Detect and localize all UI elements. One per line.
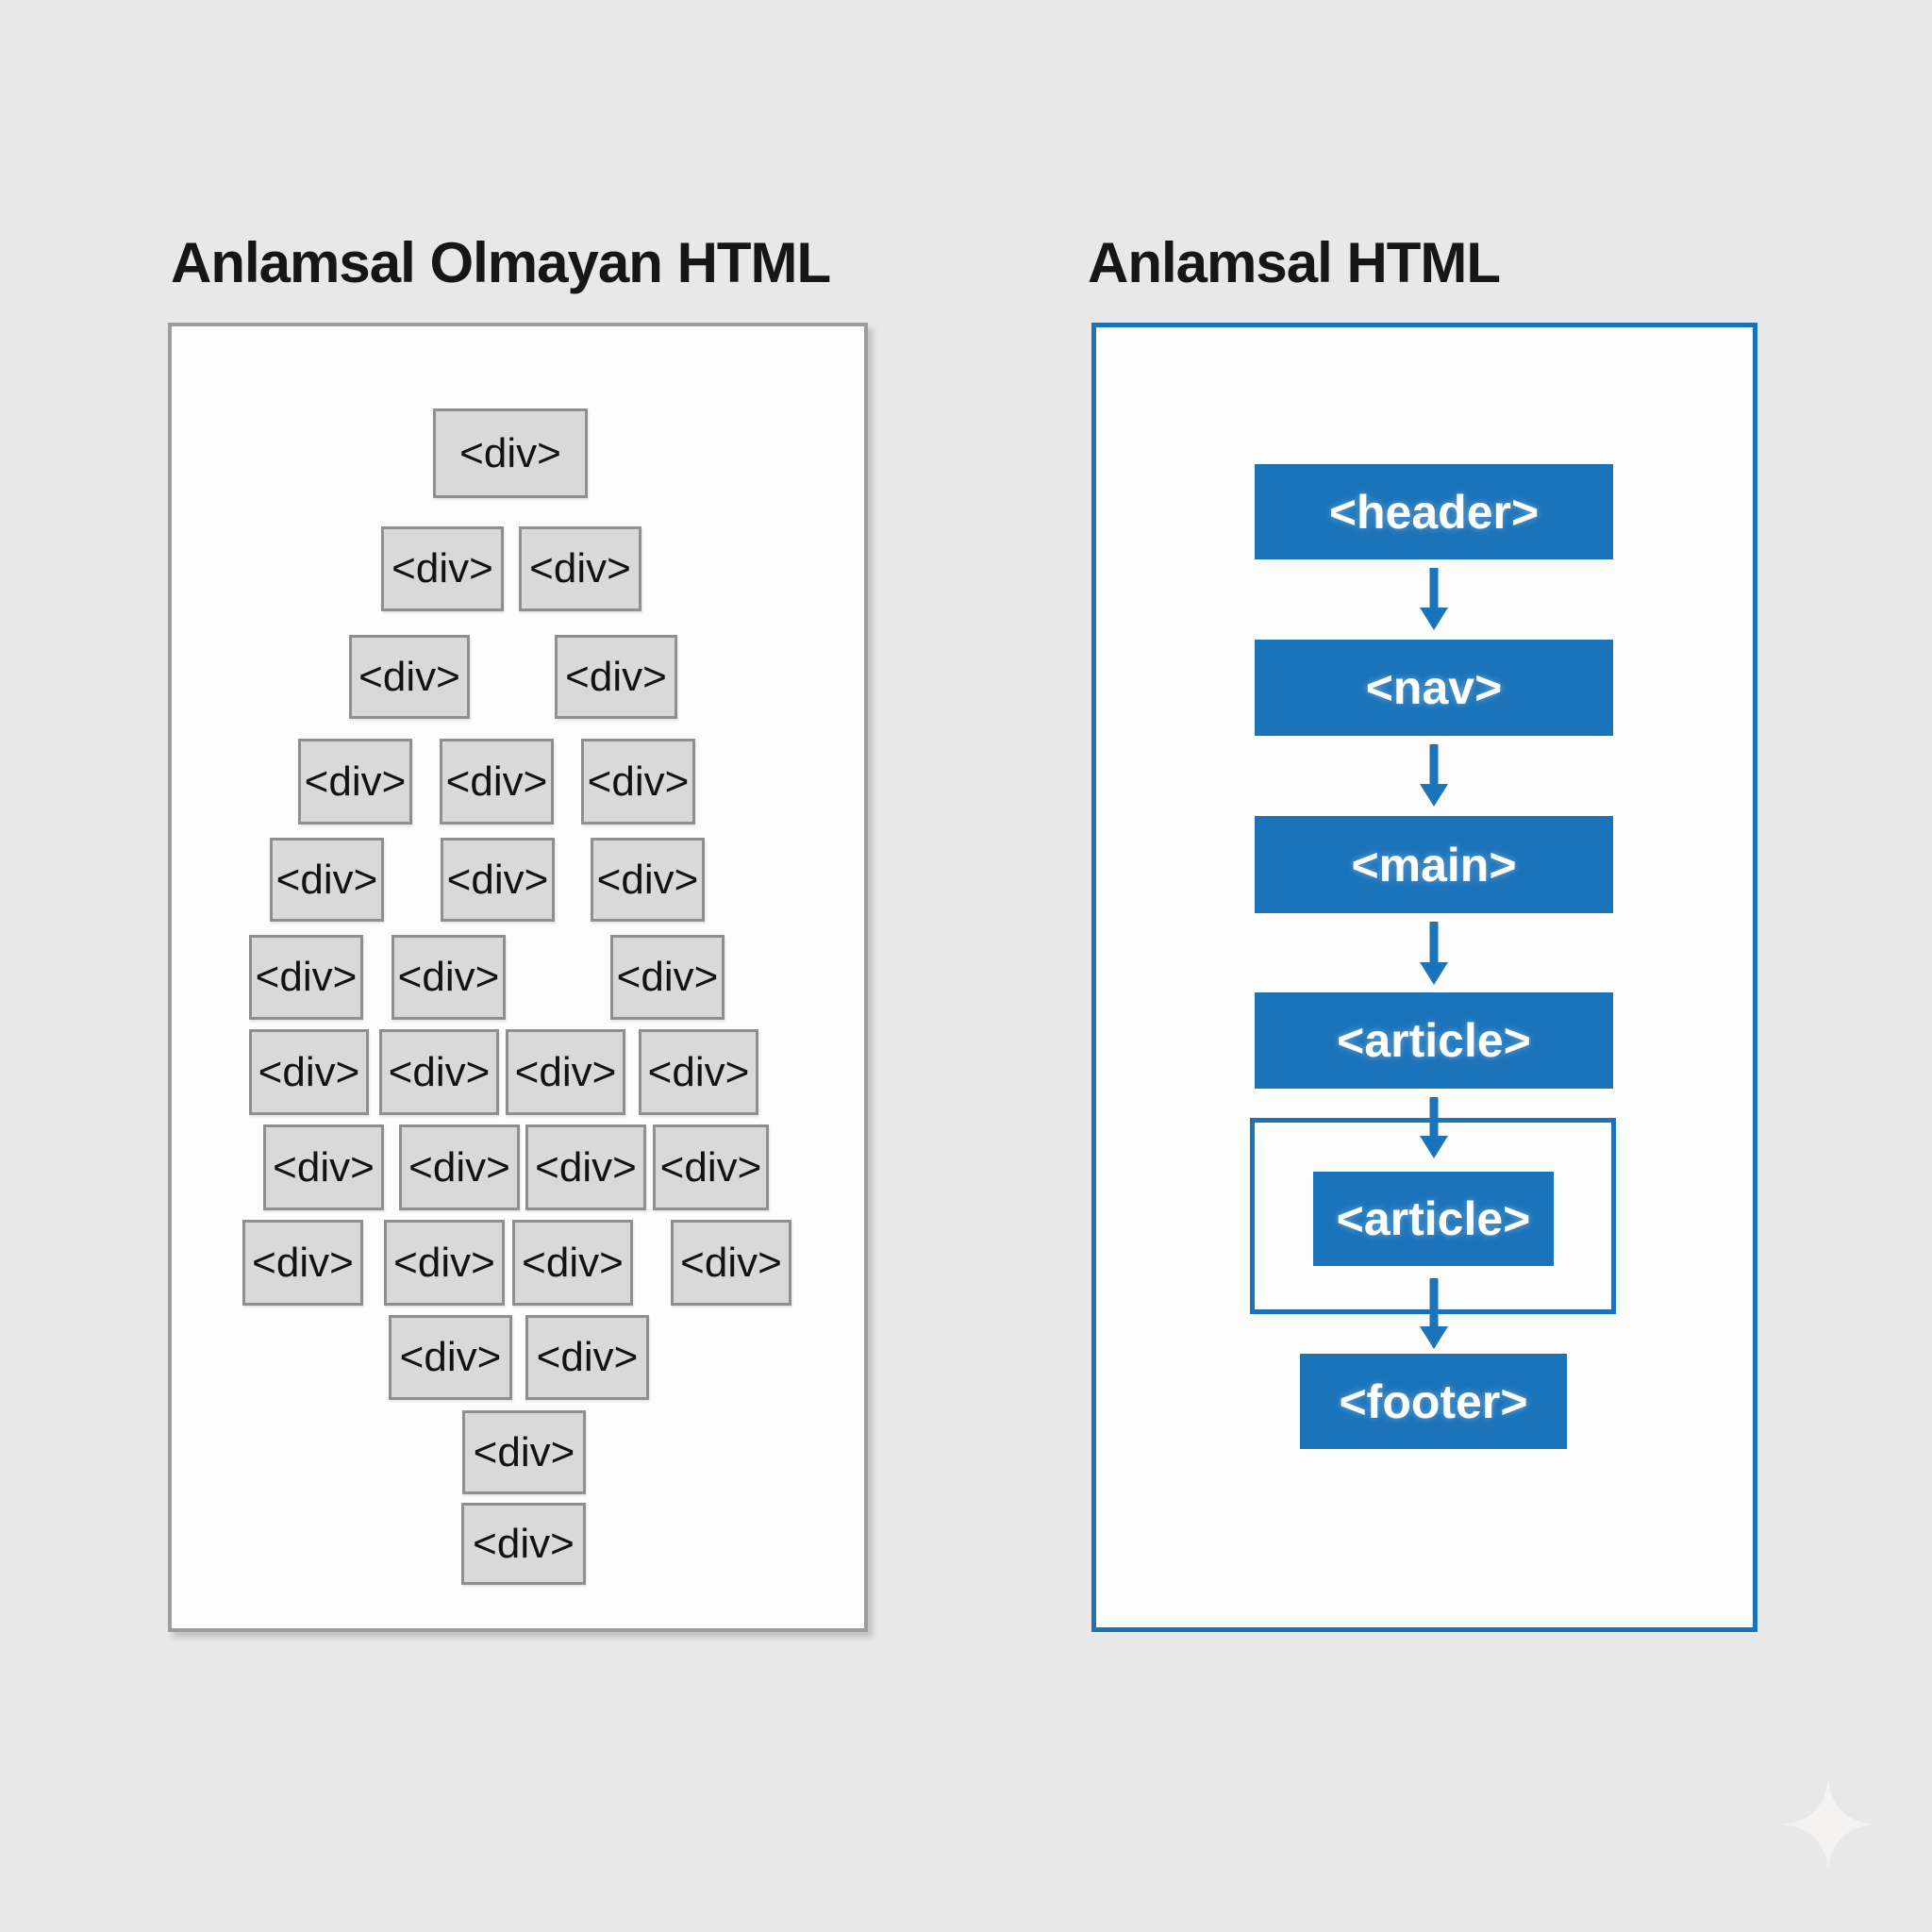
div-element-box: <div> xyxy=(270,838,384,922)
nav-element-box: <nav> xyxy=(1255,640,1613,736)
div-element-box: <div> xyxy=(506,1029,625,1115)
div-element-box: <div> xyxy=(349,635,470,719)
sparkle-icon xyxy=(1781,1777,1875,1872)
div-element-box: <div> xyxy=(610,935,724,1020)
div-element-box: <div> xyxy=(433,408,588,498)
div-element-box: <div> xyxy=(263,1124,384,1210)
div-element-box: <div> xyxy=(440,739,554,824)
div-element-box: <div> xyxy=(391,935,506,1020)
div-element-box: <div> xyxy=(298,739,412,824)
article-element-box: <article> xyxy=(1255,992,1613,1089)
div-element-box: <div> xyxy=(242,1220,363,1306)
div-element-box: <div> xyxy=(381,526,504,611)
arrow-down-icon xyxy=(1420,744,1448,807)
div-element-box: <div> xyxy=(249,935,363,1020)
div-element-box: <div> xyxy=(519,526,641,611)
arrow-down-icon xyxy=(1420,1278,1448,1349)
div-element-box: <div> xyxy=(512,1220,633,1306)
main-element-box: <main> xyxy=(1255,816,1613,913)
div-element-box: <div> xyxy=(555,635,677,719)
div-element-box: <div> xyxy=(384,1220,505,1306)
div-element-box: <div> xyxy=(639,1029,758,1115)
non-semantic-html-panel: <div><div><div><div><div><div><div><div>… xyxy=(168,323,868,1632)
footer-element-box: <footer> xyxy=(1300,1354,1567,1449)
div-element-box: <div> xyxy=(389,1315,512,1400)
div-element-box: <div> xyxy=(525,1124,646,1210)
sparkle-icon xyxy=(1783,1779,1874,1870)
div-element-box: <div> xyxy=(462,1410,586,1494)
div-element-box: <div> xyxy=(461,1503,586,1585)
div-element-box: <div> xyxy=(591,838,705,922)
div-element-box: <div> xyxy=(525,1315,649,1400)
div-element-box: <div> xyxy=(249,1029,369,1115)
div-element-box: <div> xyxy=(653,1124,769,1210)
left-section-title: Anlamsal Olmayan HTML xyxy=(171,231,831,294)
semantic-html-panel: <header> <nav> <main> <article> <article… xyxy=(1091,323,1757,1632)
arrow-down-icon xyxy=(1420,568,1448,630)
div-element-box: <div> xyxy=(581,739,695,824)
header-element-box: <header> xyxy=(1255,464,1613,559)
right-section-title: Anlamsal HTML xyxy=(1088,231,1501,294)
div-element-box: <div> xyxy=(441,838,555,922)
nested-article-element-box: <article> xyxy=(1313,1172,1554,1266)
arrow-down-icon xyxy=(1420,922,1448,985)
arrow-down-icon xyxy=(1420,1097,1448,1158)
div-element-box: <div> xyxy=(379,1029,499,1115)
div-element-box: <div> xyxy=(399,1124,520,1210)
div-element-box: <div> xyxy=(671,1220,791,1306)
